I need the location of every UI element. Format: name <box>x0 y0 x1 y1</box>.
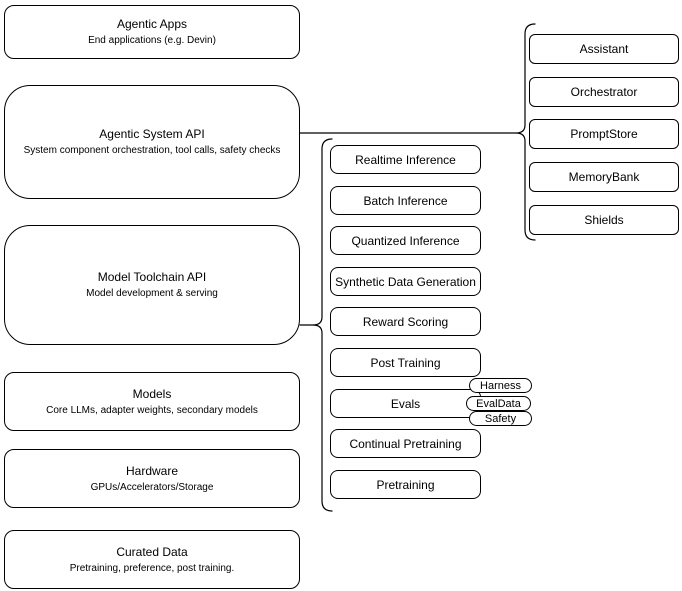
node-post-training: Post Training <box>330 348 481 377</box>
node-label: Orchestrator <box>570 85 638 99</box>
node-curated-data: Curated Data Pretraining, preference, po… <box>4 530 300 589</box>
node-subtitle: Model development & serving <box>86 288 218 299</box>
node-subtitle: GPUs/Accelerators/Storage <box>90 481 214 493</box>
node-quantized-inference: Quantized Inference <box>330 226 481 255</box>
node-label: Realtime Inference <box>355 152 456 167</box>
node-label: Batch Inference <box>363 193 448 208</box>
node-subtitle: End applications (e.g. Devin) <box>88 35 216 46</box>
node-label: Assistant <box>579 42 629 56</box>
node-label: Shields <box>584 213 624 227</box>
node-realtime-inference: Realtime Inference <box>330 145 481 174</box>
node-label: Continual Pretraining <box>349 436 462 451</box>
node-label: Evals <box>390 396 421 411</box>
node-continual-pretraining: Continual Pretraining <box>330 429 481 458</box>
node-label: Pretraining <box>376 477 435 492</box>
node-title: Agentic Apps <box>116 17 188 31</box>
node-assistant: Assistant <box>529 34 679 64</box>
node-agentic-system-api: Agentic System API System component orch… <box>4 85 300 199</box>
node-title: Model Toolchain API <box>97 270 207 284</box>
node-pretraining: Pretraining <box>330 470 481 499</box>
pill-label: EvalData <box>476 397 521 410</box>
node-evals: Evals <box>330 389 481 418</box>
node-label: Post Training <box>370 355 441 370</box>
node-hardware: Hardware GPUs/Accelerators/Storage <box>4 449 300 508</box>
node-batch-inference: Batch Inference <box>330 186 481 215</box>
node-label: PromptStore <box>570 127 638 141</box>
pill-evaldata: EvalData <box>466 396 531 411</box>
node-title: Curated Data <box>116 544 188 559</box>
pill-harness: Harness <box>469 378 532 393</box>
node-subtitle: Core LLMs, adapter weights, secondary mo… <box>46 404 258 416</box>
node-label: MemoryBank <box>568 170 640 184</box>
toolchain-brace <box>312 138 333 512</box>
pill-label: Harness <box>480 379 521 392</box>
pill-label: Safety <box>484 412 517 425</box>
node-reward-scoring: Reward Scoring <box>330 307 481 336</box>
pill-safety: Safety <box>469 411 532 426</box>
node-agentic-apps: Agentic Apps End applications (e.g. Devi… <box>4 5 300 59</box>
node-orchestrator: Orchestrator <box>529 77 679 107</box>
node-memorybank: MemoryBank <box>529 162 679 192</box>
node-title: Hardware <box>125 463 179 478</box>
node-label: Reward Scoring <box>362 314 449 329</box>
node-model-toolchain-api: Model Toolchain API Model development & … <box>4 225 300 345</box>
node-label: Synthetic Data Generation <box>335 274 476 289</box>
node-promptstore: PromptStore <box>529 119 679 149</box>
node-subtitle: System component orchestration, tool cal… <box>23 145 281 156</box>
node-synthetic-data-generation: Synthetic Data Generation <box>330 267 481 296</box>
node-subtitle: Pretraining, preference, post training. <box>69 562 235 574</box>
node-shields: Shields <box>529 205 679 235</box>
node-models: Models Core LLMs, adapter weights, secon… <box>4 372 300 431</box>
system-brace <box>515 23 536 241</box>
node-title: Models <box>132 386 172 401</box>
node-label: Quantized Inference <box>351 233 460 248</box>
node-title: Agentic System API <box>99 127 205 141</box>
